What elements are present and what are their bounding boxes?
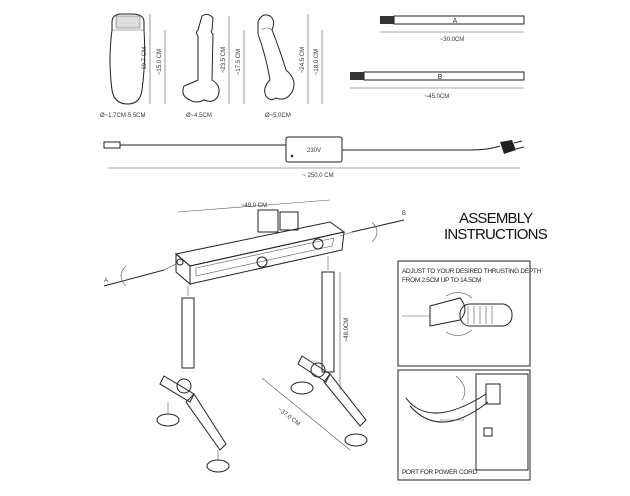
- power-voltage: 230V: [307, 148, 321, 154]
- attachment-1-diameter: Ø~1.7CM-5.5CM: [100, 113, 146, 119]
- legs-illustration: [181, 256, 341, 390]
- attachment-sleeve-illustration: [109, 13, 146, 105]
- rod-b-assembly-arrow: [339, 219, 405, 243]
- rod-b-assembly-label: B: [402, 211, 406, 217]
- attachment-3-diameter: Ø~5.0CM: [265, 113, 291, 119]
- depth-inset: [397, 260, 531, 367]
- attachment-2-length-inner: ~17.5 CM: [236, 49, 242, 75]
- attachment-2-length-total: ~23.5 CM: [221, 47, 227, 73]
- machine-body-illustration: [174, 199, 346, 286]
- rod-a-illustration: [380, 15, 525, 33]
- left-base-illustration: [156, 375, 230, 473]
- base-width-label: ~37.0 CM: [276, 407, 300, 428]
- attachment-1-length-inner: ~15.0 CM: [157, 49, 163, 75]
- rod-b-label: B: [438, 74, 443, 81]
- power-cable-length: ~ 250.0 CM: [302, 173, 333, 179]
- attachment-3-length-inner: ~18.0 CM: [314, 49, 320, 75]
- rod-a-length: ~30.0CM: [440, 37, 465, 43]
- power-cable-illustration: [103, 136, 525, 169]
- rod-a-label: A: [453, 18, 458, 25]
- rod-a-assembly-label: A: [104, 278, 108, 284]
- assembly-title-line1: ASSEMBLY: [459, 210, 533, 227]
- rod-b-illustration: [350, 71, 525, 89]
- depth-inset-text-line2: FROM 2.5CM UP TO 14.5CM: [402, 277, 481, 284]
- depth-inset-text-line1: ADJUST TO YOUR DESIRED THRUSTING DEPTH: [402, 268, 542, 275]
- port-inset-text: PORT FOR POWER CORD: [402, 469, 478, 476]
- attachment-dildo-curved-illustration: [257, 14, 295, 101]
- rod-b-length: ~45.0CM: [425, 94, 450, 100]
- right-base-illustration: [261, 355, 368, 451]
- attachment-2-diameter: Ø~4.5CM: [186, 113, 212, 119]
- leg-height-label: ~48.0CM: [344, 318, 350, 343]
- attachment-dildo-straight-illustration: [182, 13, 220, 103]
- port-inset: [397, 369, 531, 481]
- machine-length-label: ~49.0 CM: [241, 203, 267, 209]
- attachment-3-length-total: ~24.5 CM: [300, 47, 306, 73]
- assembly-title-line2: INSTRUCTIONS: [444, 226, 548, 243]
- rod-a-assembly-arrow: [103, 263, 177, 287]
- attachment-1-length-total: ~19.7 CM: [142, 47, 148, 73]
